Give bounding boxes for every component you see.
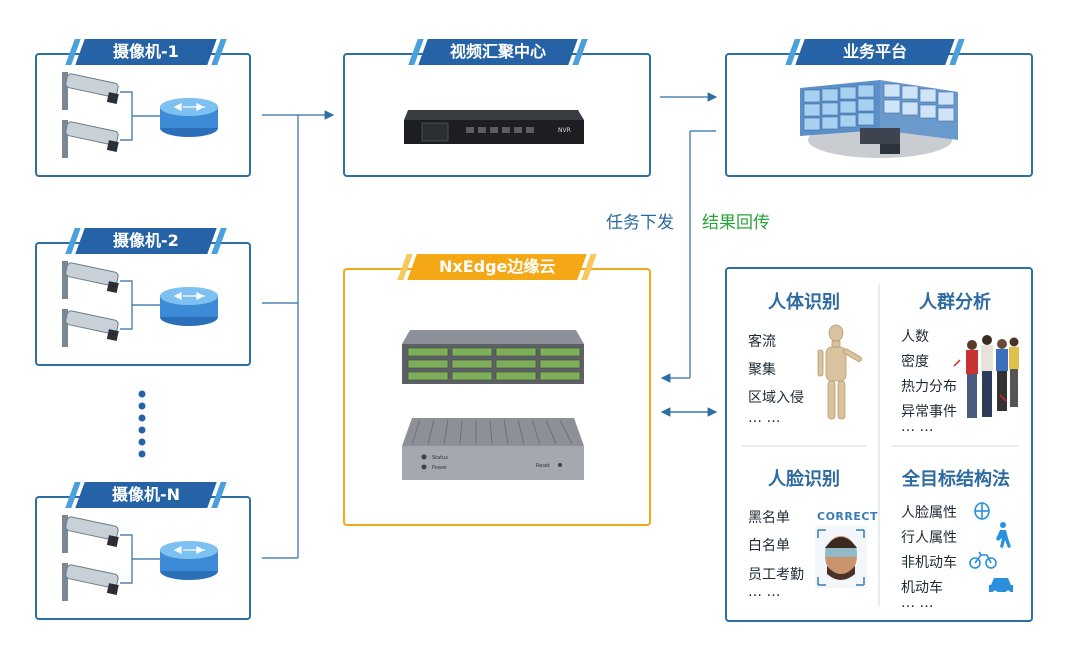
face-recognition-title: 人脸识别: [768, 469, 840, 490]
crowd-item: 异常事件: [901, 404, 957, 420]
status-indicator-label: Status: [432, 455, 448, 461]
car-icon: [989, 578, 1013, 596]
correct-badge: CORRECT: [817, 510, 878, 523]
face-attribute-icon: [974, 502, 990, 520]
camera-icon: [62, 120, 119, 158]
crowd-item: … …: [901, 419, 934, 435]
body-item: 客流: [748, 334, 776, 350]
result-return-label: 结果回传: [702, 213, 770, 233]
face-item: 员工考勤: [748, 567, 804, 583]
structure-analysis-title: 全目标结构法: [902, 469, 1010, 490]
structure-item: 机动车: [901, 580, 943, 596]
edge-cloud-box: [343, 268, 651, 526]
router-icon: [160, 98, 218, 137]
power-indicator-label: Power: [432, 465, 448, 471]
structure-item: 行人属性: [901, 530, 957, 546]
crowd-item: 密度: [901, 354, 929, 370]
pedestrian-icon: [996, 522, 1011, 548]
camera-icon: [62, 72, 119, 110]
structure-item: 非机动车: [901, 555, 957, 571]
body-item: … …: [748, 410, 781, 426]
nvr-brand-label: NVR: [558, 127, 571, 134]
structure-item: 人脸属性: [901, 505, 957, 521]
crowd-item: 热力分布: [901, 379, 957, 395]
body-recognition-title: 人体识别: [768, 292, 840, 313]
face-item: 黑名单: [748, 510, 790, 526]
crowd-analysis-title: 人群分析: [919, 292, 991, 313]
bicycle-icon: [969, 551, 997, 569]
body-item: 聚集: [748, 362, 776, 378]
structure-item: … …: [901, 595, 934, 611]
reset-button-label: Reset: [536, 463, 550, 469]
face-item: 白名单: [748, 538, 790, 554]
ellipsis-dots: [138, 390, 146, 458]
body-item: 区域入侵: [748, 390, 804, 406]
task-dispatch-label: 任务下发: [606, 213, 674, 233]
crowd-item: 人数: [901, 329, 929, 345]
face-item: … …: [748, 584, 781, 600]
